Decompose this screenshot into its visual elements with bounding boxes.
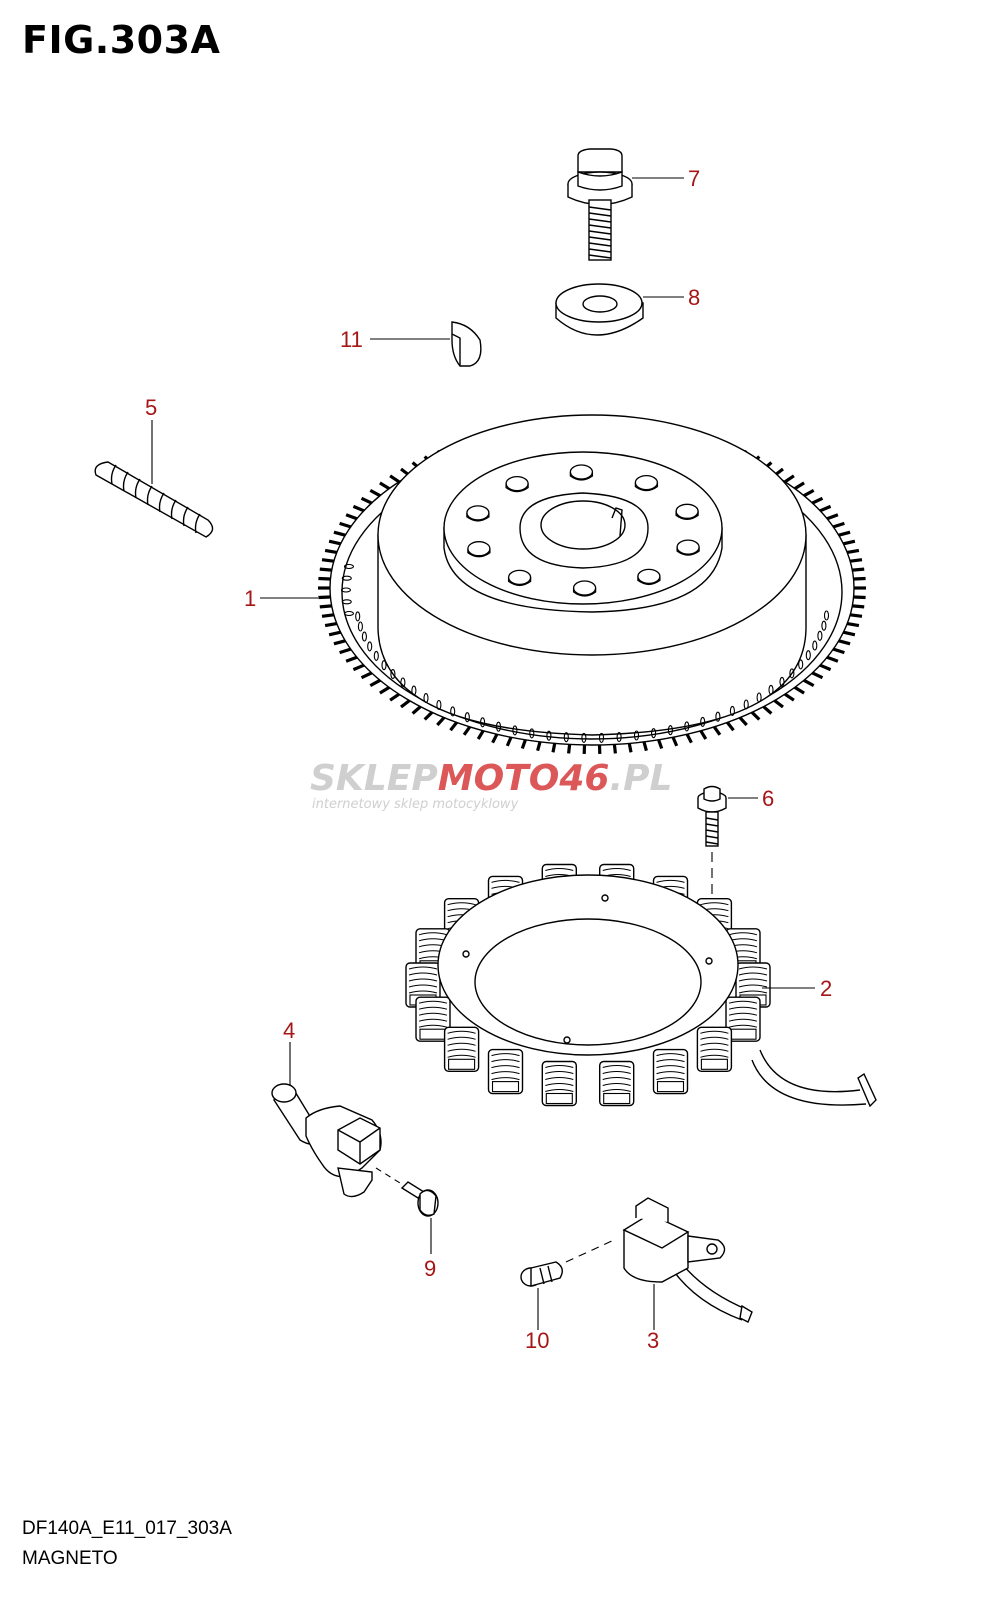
callout-9: 9 [424,1256,436,1281]
watermark-brand-4: .PL [609,758,672,799]
stator-bolt-drawing [697,785,727,958]
sensor-drawing [271,1083,409,1198]
spring-pin-drawing [94,461,214,538]
hub-bolt-holes [466,464,700,597]
figure-name: MAGNETO [22,1548,118,1569]
pulser-coil-drawing [565,1197,753,1323]
washer-drawing [555,283,644,336]
rotor-rim-slots [340,563,830,743]
watermark-brand-3: 46 [558,758,609,799]
callout-2: 2 [820,976,832,1001]
figure-title: FIG.303A [22,18,221,62]
callout-1: 1 [244,586,256,611]
stator-coil-drawing [405,863,877,1108]
callout-4: 4 [283,1018,295,1043]
callout-7: 7 [688,166,700,191]
watermark-brand-2: MOTO [438,758,560,799]
callout-3: 3 [647,1328,659,1353]
callout-8: 8 [688,285,700,310]
watermark-tagline: internetowy sklep motocyklowy [312,797,519,812]
callout-11: 11 [340,327,363,352]
leader-lines [151,177,815,1330]
figure-code: DF140A_E11_017_303A [22,1518,232,1539]
pulser-bolt-drawing [520,1261,563,1287]
callout-labels: 1 2 3 4 5 6 7 8 9 10 11 [145,166,832,1353]
callout-5: 5 [145,395,157,420]
watermark-brand-1: SKLEP [310,758,438,799]
callout-6: 6 [762,786,774,811]
sensor-bolt-drawing [400,1181,439,1217]
woodruff-key-drawing [451,321,482,367]
callout-10: 10 [525,1328,549,1353]
watermark: SKLEPMOTO46.PL internetowy sklep motocyk… [310,758,672,812]
flywheel-rotor-drawing [318,414,866,754]
svg-text:SKLEPMOTO46.PL: SKLEPMOTO46.PL [310,758,672,799]
flywheel-bolt-drawing [567,148,633,261]
